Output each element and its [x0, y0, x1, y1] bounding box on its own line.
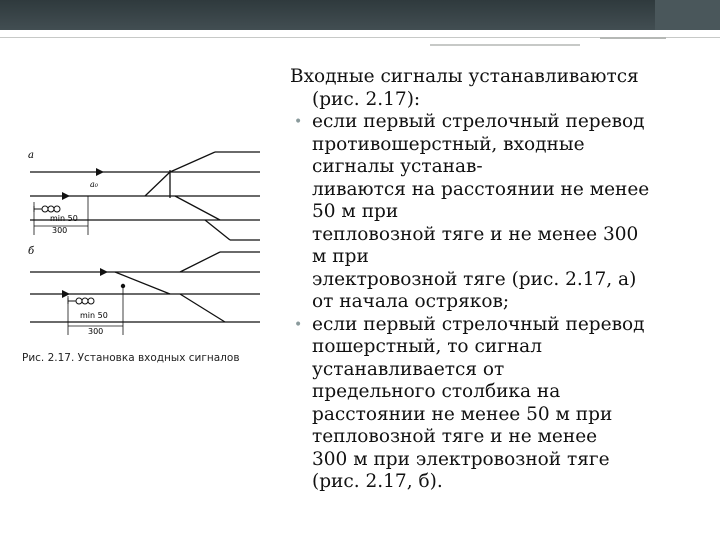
diagram-label-a: а [28, 150, 34, 161]
bullet-2-line: расстоянии не менее 50 м при [312, 403, 613, 425]
arrow-right-a2 [96, 168, 104, 176]
bullet-1-line: ливаются на расстоянии не менее [312, 178, 650, 200]
bullet-1-line: противошерстный, входные [312, 133, 585, 155]
min-label-a: min 50 [50, 214, 78, 223]
slide-body: Входные сигналы устанавливаются (рис. 2.… [290, 66, 700, 494]
bullet-item-1: • если первый стрелочный перевод противо… [290, 111, 700, 314]
dist-label-b: 300 [88, 327, 103, 336]
bullet-2-line: если первый стрелочный перевод [312, 313, 645, 335]
bullet-1-line: м при [312, 246, 369, 267]
bullet-marker: • [294, 316, 303, 333]
signal-b [67, 297, 95, 305]
arrow-right-b [100, 268, 108, 276]
track-lines-a [30, 151, 260, 241]
signal-diagram: а а₀ min 50 300 б [28, 150, 260, 336]
header-accent [655, 0, 720, 30]
dimension-b [67, 288, 124, 335]
min-label-b: min 50 [80, 311, 108, 320]
bullet-1-line: тепловозной тяге и не менее 300 [312, 223, 639, 245]
dimension-a [33, 196, 89, 235]
lead-line-2: (рис. 2.17): [312, 88, 421, 110]
clearance-post-b [120, 283, 126, 289]
bullet-1-line: электровозной тяге (рис. 2.17, а) [312, 268, 637, 290]
diagram-label-b: б [28, 246, 35, 257]
bullet-1-line: от начала остряков; [312, 291, 510, 312]
divider-line-accent-right [600, 37, 666, 39]
track-lines-b [30, 251, 260, 323]
divider-line [0, 37, 720, 38]
bullet-1-line: 50 м при [312, 201, 399, 222]
bullet-1-line: если первый стрелочный перевод [312, 111, 645, 132]
dist-label-a: 300 [52, 226, 67, 235]
arrow-right-a [62, 192, 70, 200]
bullet-2-line: тепловозной тяге и не менее [312, 426, 598, 447]
bullet-2-line: предельного столбика на [312, 381, 561, 402]
bullet-list: • если первый стрелочный перевод противо… [290, 111, 700, 494]
bullet-item-2: • если первый стрелочный перевод пошерст… [290, 314, 700, 494]
bullet-2-line: устанавливается от [312, 358, 505, 380]
divider-line-accent [430, 44, 580, 46]
figure-caption: Рис. 2.17. Установка входных сигналов [22, 352, 240, 364]
signal-a [33, 205, 61, 213]
arrow-right-b2 [62, 290, 70, 298]
bullet-2-line: (рис. 2.17, б). [312, 471, 443, 492]
bullet-2-line: пошерстный, то сигнал [312, 336, 542, 357]
diagram-label-a0: а₀ [90, 180, 99, 189]
header-bar [0, 0, 720, 30]
bullet-1-line: сигналы устанав- [312, 156, 483, 177]
lead-line-1: Входные сигналы устанавливаются [290, 66, 639, 87]
bullet-2-line: 300 м при электровозной тяге [312, 448, 610, 470]
bullet-marker: • [294, 114, 303, 130]
